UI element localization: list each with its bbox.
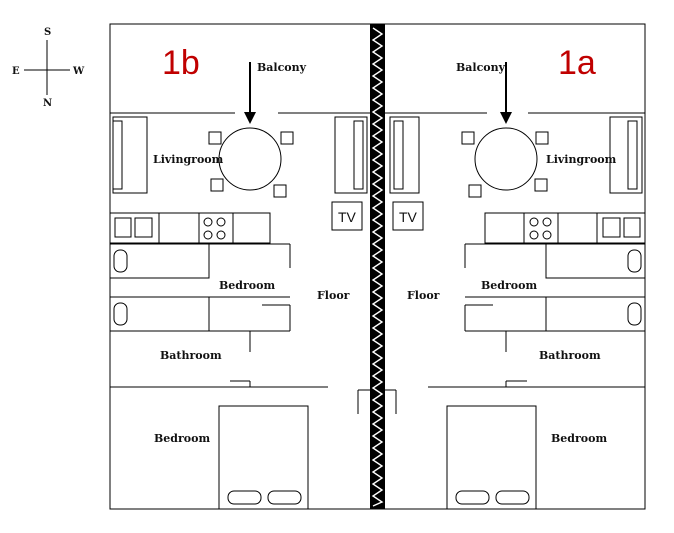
kitchen-counter-left bbox=[109, 212, 271, 244]
bed-bottom-right bbox=[446, 405, 537, 510]
pillow-mid-right-1 bbox=[627, 249, 642, 273]
compass-rose: S N E W bbox=[12, 27, 85, 109]
room-bedroom-bottom-right: Bedroom bbox=[551, 432, 607, 445]
burner-left-2 bbox=[216, 217, 226, 227]
chair-left-4 bbox=[273, 184, 287, 198]
bed-mid-left-2 bbox=[109, 296, 210, 332]
chair-right-2 bbox=[535, 131, 549, 145]
kitchen-counter-right bbox=[484, 212, 646, 244]
tv-left bbox=[331, 201, 363, 231]
burner-right-1 bbox=[529, 217, 539, 227]
pillow-bottom-left-2 bbox=[267, 490, 302, 505]
burner-right-3 bbox=[529, 230, 539, 240]
room-floor-left: Floor bbox=[317, 289, 350, 302]
unit-1b: 1b Balcony Livingroom TV bbox=[109, 44, 370, 510]
unit-label-1a: 1a bbox=[558, 44, 596, 82]
room-bath-left: Bathroom bbox=[160, 349, 222, 362]
bed-mid-right-1 bbox=[545, 243, 646, 279]
stove-left bbox=[198, 212, 234, 244]
pillow-mid-left-1 bbox=[113, 249, 128, 273]
unit-1a: 1a Balcony Livingroom TV bbox=[385, 44, 646, 510]
dining-table-right bbox=[474, 127, 538, 191]
pillow-mid-left-2 bbox=[113, 302, 128, 326]
burner-left-3 bbox=[203, 230, 213, 240]
room-balcony-right: Balcony bbox=[456, 61, 506, 74]
chair-left-2 bbox=[280, 131, 294, 145]
sofa-right-back bbox=[393, 120, 404, 190]
sofa-left-2 bbox=[334, 116, 368, 194]
chair-right-1 bbox=[461, 131, 475, 145]
room-living-right: Livingroom bbox=[546, 153, 617, 166]
compass-west: W bbox=[72, 66, 85, 77]
compass-east: E bbox=[12, 66, 20, 77]
chair-right-3 bbox=[468, 184, 482, 198]
entrance-arrow-right-head bbox=[500, 112, 512, 124]
entrance-arrow-left-head bbox=[244, 112, 256, 124]
sink-left-2 bbox=[134, 217, 153, 238]
sofa-left-back bbox=[112, 120, 123, 190]
sink-right-2 bbox=[623, 217, 641, 238]
sofa-right bbox=[389, 116, 420, 194]
sink-left-1 bbox=[114, 217, 132, 238]
burner-left-1 bbox=[203, 217, 213, 227]
chair-left-3 bbox=[210, 178, 224, 192]
dining-table-left bbox=[218, 127, 282, 191]
room-bedroom-mid-left: Bedroom bbox=[219, 279, 275, 292]
burner-right-4 bbox=[542, 230, 552, 240]
tv-right-label: TV bbox=[399, 209, 418, 225]
room-bedroom-mid-right: Bedroom bbox=[481, 279, 537, 292]
pillow-bottom-right-1 bbox=[455, 490, 490, 505]
sofa-left-2-back bbox=[353, 120, 364, 190]
compass-north: N bbox=[43, 98, 52, 109]
dividing-wall bbox=[370, 24, 385, 509]
burner-left-4 bbox=[216, 230, 226, 240]
pillow-mid-right-2 bbox=[627, 302, 642, 326]
burner-right-2 bbox=[542, 217, 552, 227]
room-bedroom-bottom-left: Bedroom bbox=[154, 432, 210, 445]
bed-mid-left-1 bbox=[109, 243, 210, 279]
room-floor-right: Floor bbox=[407, 289, 440, 302]
room-bath-right: Bathroom bbox=[539, 349, 601, 362]
tv-right bbox=[392, 201, 424, 231]
chair-left-1 bbox=[208, 131, 222, 145]
stove-right bbox=[523, 212, 559, 244]
sofa-right-2-back bbox=[627, 120, 638, 190]
unit-label-1b: 1b bbox=[162, 44, 200, 82]
room-living-left: Livingroom bbox=[153, 153, 224, 166]
bed-bottom-left bbox=[218, 405, 309, 510]
tv-left-label: TV bbox=[338, 209, 357, 225]
sofa-left bbox=[112, 116, 148, 194]
pillow-bottom-right-2 bbox=[495, 490, 530, 505]
pillow-bottom-left-1 bbox=[227, 490, 262, 505]
chair-right-4 bbox=[534, 178, 548, 192]
bed-mid-right-2 bbox=[545, 296, 646, 332]
sink-right-1 bbox=[602, 217, 621, 238]
room-balcony-left: Balcony bbox=[257, 61, 307, 74]
compass-south: S bbox=[44, 27, 51, 38]
